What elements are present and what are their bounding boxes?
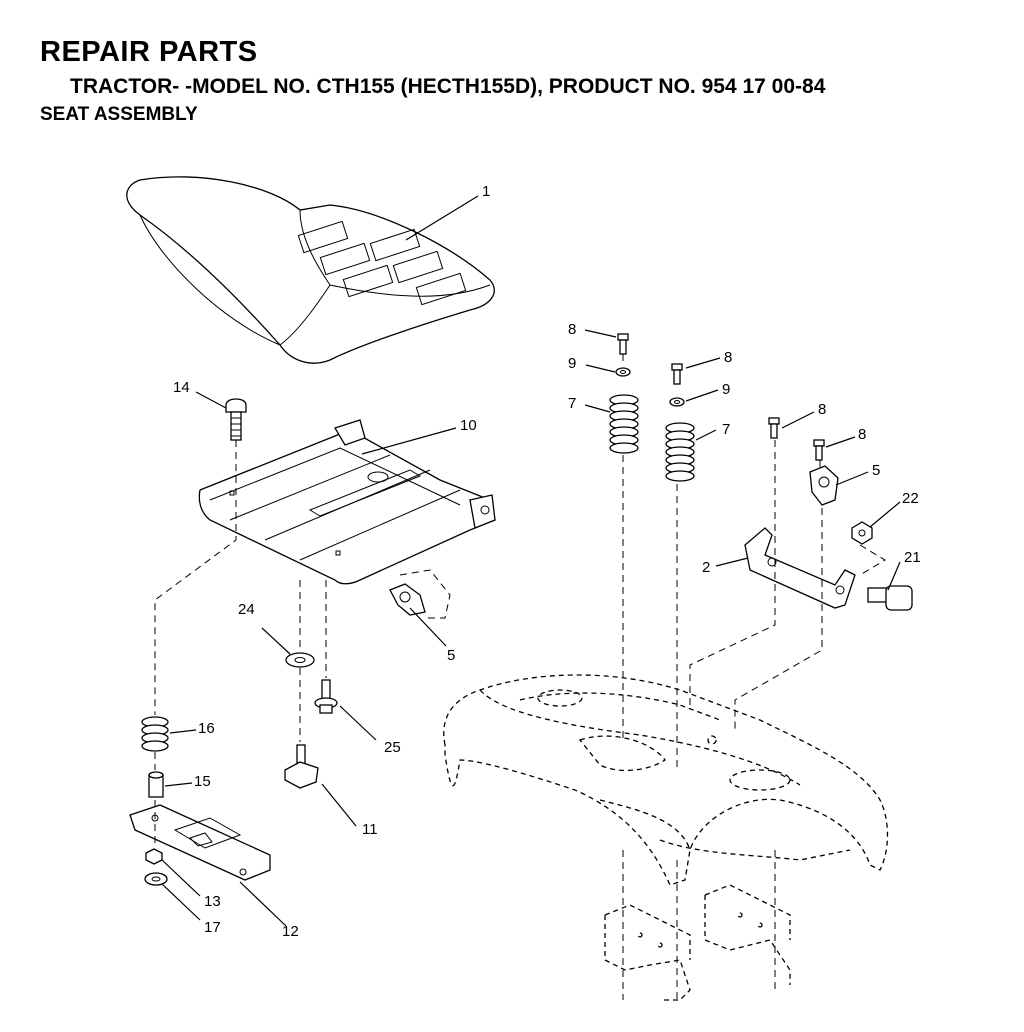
callout-25: 25	[384, 739, 401, 756]
lock-washer	[144, 872, 168, 886]
callout-24: 24	[238, 601, 255, 618]
seat-cushion	[126, 176, 495, 364]
callout-5-left: 5	[447, 647, 455, 664]
model-subtitle: TRACTOR- -MODEL NO. CTH155 (HECTH155D), …	[70, 75, 826, 98]
shoulder-bolt	[314, 679, 338, 714]
callout-10: 10	[460, 417, 477, 434]
callout-8-b: 8	[724, 349, 732, 366]
seat-latch-right	[809, 465, 839, 506]
screw-8a	[617, 333, 629, 355]
seat-grip-pads	[297, 220, 467, 306]
callout-7-a: 7	[568, 395, 576, 412]
spring-7a	[609, 394, 639, 454]
screw-8d	[813, 439, 825, 461]
callout-13: 13	[204, 893, 221, 910]
callout-8-d: 8	[858, 426, 866, 443]
knob-21	[867, 585, 913, 611]
left-alignment-lines	[154, 440, 327, 848]
washer-9a	[615, 367, 631, 377]
washer-9b	[669, 397, 685, 407]
hex-nut	[145, 848, 163, 865]
spring-small	[141, 716, 169, 752]
spacer	[148, 771, 164, 798]
callout-17: 17	[204, 919, 221, 936]
callout-22: 22	[902, 490, 919, 507]
slide-plate	[129, 804, 271, 881]
page-title: REPAIR PARTS	[40, 36, 258, 68]
callout-9-a: 9	[568, 355, 576, 372]
carriage-bolt	[225, 398, 247, 441]
callout-1: 1	[482, 183, 490, 200]
callout-numbers: 1 14 10 5 24 25 16 15 11 13 17 12 8 9 7 …	[173, 183, 921, 940]
callout-7-b: 7	[722, 421, 730, 438]
callout-16: 16	[198, 720, 215, 737]
flat-washer	[285, 652, 315, 668]
callout-14: 14	[173, 379, 190, 396]
section-title: SEAT ASSEMBLY	[40, 104, 198, 125]
callout-9-b: 9	[722, 381, 730, 398]
seat-latch-left	[389, 569, 451, 619]
callout-15: 15	[194, 773, 211, 790]
adjustment-knob	[284, 744, 319, 789]
screw-8b	[671, 363, 683, 385]
callout-12: 12	[282, 923, 299, 940]
leader-lines	[161, 195, 901, 927]
callout-2: 2	[702, 559, 710, 576]
spring-7b	[665, 422, 695, 482]
bracket	[744, 527, 856, 609]
nut-22	[851, 521, 873, 545]
frame-outline	[604, 884, 791, 1001]
callout-8-c: 8	[818, 401, 826, 418]
callout-5-right: 5	[872, 462, 880, 479]
fender-outline	[443, 674, 889, 886]
screw-8c	[768, 417, 780, 439]
callout-8-a: 8	[568, 321, 576, 338]
right-alignment-lines	[622, 354, 886, 1000]
seat-pan	[198, 419, 496, 585]
callout-21: 21	[904, 549, 921, 566]
callout-11: 11	[362, 821, 378, 838]
